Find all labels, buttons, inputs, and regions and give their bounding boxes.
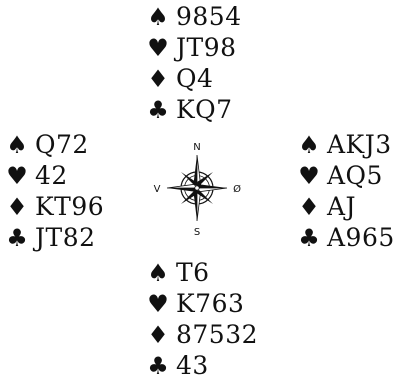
club-icon: ♣ <box>6 224 28 252</box>
diamond-icon: ♦ <box>147 321 169 349</box>
spade-icon: ♠ <box>147 259 169 287</box>
compass-east-label: Ø <box>233 183 241 195</box>
west-spades: Q72 <box>35 130 89 159</box>
north-diamonds: Q4 <box>176 64 214 93</box>
compass-west-label: V <box>154 184 161 195</box>
spade-icon: ♠ <box>298 131 320 159</box>
club-icon: ♣ <box>147 352 169 380</box>
club-icon: ♣ <box>147 96 169 124</box>
west-hearts: 42 <box>35 161 68 190</box>
heart-icon: ♥ <box>147 34 169 62</box>
club-icon: ♣ <box>298 224 320 252</box>
north-clubs: KQ7 <box>176 95 233 124</box>
heart-icon: ♥ <box>147 290 169 318</box>
compass-north-label: N <box>193 142 200 153</box>
west-diamonds: KT96 <box>35 192 105 221</box>
diamond-icon: ♦ <box>298 193 320 221</box>
west-clubs: JT82 <box>35 223 96 252</box>
spade-icon: ♠ <box>147 3 169 31</box>
north-spades: 9854 <box>176 2 242 31</box>
spade-icon: ♠ <box>6 131 28 159</box>
diamond-icon: ♦ <box>147 65 169 93</box>
north-hearts: JT98 <box>176 33 237 62</box>
heart-icon: ♥ <box>6 162 28 190</box>
compass-rose-icon: N S V Ø <box>154 142 241 238</box>
east-spades: AKJ3 <box>327 130 392 159</box>
south-diamonds: 87532 <box>176 320 259 349</box>
heart-icon: ♥ <box>298 162 320 190</box>
east-diamonds: AJ <box>327 192 357 221</box>
compass-south-label: S <box>194 227 200 238</box>
east-hearts: AQ5 <box>327 161 383 190</box>
east-clubs: A965 <box>327 223 394 252</box>
south-hearts: K763 <box>176 289 245 318</box>
south-clubs: 43 <box>176 351 209 380</box>
south-spades: T6 <box>176 258 210 287</box>
diamond-icon: ♦ <box>6 193 28 221</box>
